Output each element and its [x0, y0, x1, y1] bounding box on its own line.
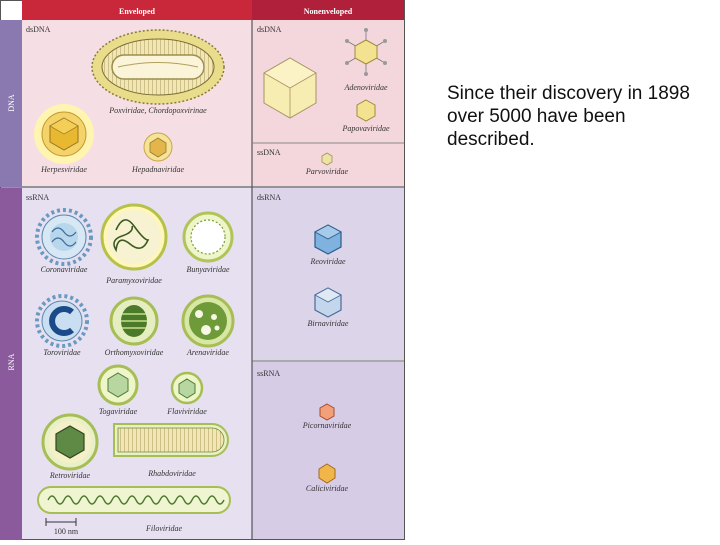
- picornaviridae-label: Picornaviridae: [302, 421, 352, 430]
- non-dsrna-label: dsRNA: [257, 193, 281, 202]
- togaviridae-label: Togaviridae: [99, 407, 138, 416]
- virus-families-figure: Enveloped Nonenveloped DNA RNA dsDNA dsD…: [0, 0, 405, 540]
- birnaviridae-label: Birnaviridae: [308, 319, 349, 328]
- toroviridae-label: Toroviridae: [43, 348, 81, 357]
- non-dsdna-label: dsDNA: [257, 25, 282, 34]
- flavivirus-illustration: [172, 373, 202, 403]
- hepadnaviridae-label: Hepadnaviridae: [131, 165, 184, 174]
- nonenv-ssrna-panel: [252, 362, 404, 540]
- retrovirus-illustration: [43, 415, 97, 469]
- env-dsdna-label: dsDNA: [26, 25, 51, 34]
- scale-bar-label: 100 nm: [54, 527, 79, 536]
- birnavirus-illustration: [315, 288, 341, 317]
- non-ssrna-label: ssRNA: [257, 369, 280, 378]
- filoviridae-label: Filoviridae: [145, 524, 182, 533]
- rhabdovirus-illustration: [114, 424, 228, 456]
- adenoviridae-label: Adenoviridae: [343, 83, 388, 92]
- orthomyxoviridae-label: Orthomyxoviridae: [105, 348, 164, 357]
- caption-text: Since their discovery in 1898 over 5000 …: [447, 82, 707, 151]
- coronaviridae-label: Coronaviridae: [41, 265, 88, 274]
- papovavirus-illustration: [357, 100, 375, 121]
- arenaviridae-label: Arenaviridae: [186, 348, 229, 357]
- reoviridae-label: Reoviridae: [309, 257, 346, 266]
- nonenveloped-header: Nonenveloped: [304, 7, 353, 16]
- rhabdoviridae-label: Rhabdoviridae: [147, 469, 196, 478]
- filovirus-illustration: [38, 487, 230, 513]
- parvovirus-illustration: [322, 153, 332, 165]
- togavirus-illustration: [99, 366, 137, 404]
- herpesvirus-illustration: [34, 104, 94, 164]
- arenavirus-illustration: [183, 296, 233, 346]
- nonenv-dsrna-panel: [252, 188, 404, 360]
- bunyavirus-illustration: [184, 213, 232, 261]
- caliciviridae-label: Caliciviridae: [306, 484, 349, 493]
- paramyxovirus-illustration: [102, 205, 166, 269]
- poxvirus-illustration: [92, 30, 224, 104]
- picornavirus-illustration: [320, 404, 334, 420]
- virus-diagram: Enveloped Nonenveloped DNA RNA dsDNA dsD…: [0, 0, 405, 540]
- bunyaviridae-label: Bunyaviridae: [186, 265, 230, 274]
- reovirus-illustration: [315, 225, 341, 254]
- flaviviridae-label: Flaviviridae: [166, 407, 207, 416]
- dna-side-label: DNA: [7, 94, 16, 112]
- env-ssrna-label: ssRNA: [26, 193, 49, 202]
- enveloped-header: Enveloped: [119, 7, 156, 16]
- herpesviridae-label: Herpesviridae: [40, 165, 87, 174]
- parvoviridae-label: Parvoviridae: [305, 167, 349, 176]
- poxviridae-label: Poxviridae, Chordopoxvirinae: [108, 106, 207, 115]
- paramyxoviridae-label: Paramyxoviridae: [105, 276, 162, 285]
- retroviridae-label: Retroviridae: [49, 471, 91, 480]
- papovaviridae-label: Papovaviridae: [341, 124, 390, 133]
- non-ssdna-label: ssDNA: [257, 148, 281, 157]
- rna-side-label: RNA: [7, 353, 16, 370]
- hepadnavirus-illustration: [144, 133, 172, 161]
- orthomyxovirus-illustration: [111, 298, 157, 344]
